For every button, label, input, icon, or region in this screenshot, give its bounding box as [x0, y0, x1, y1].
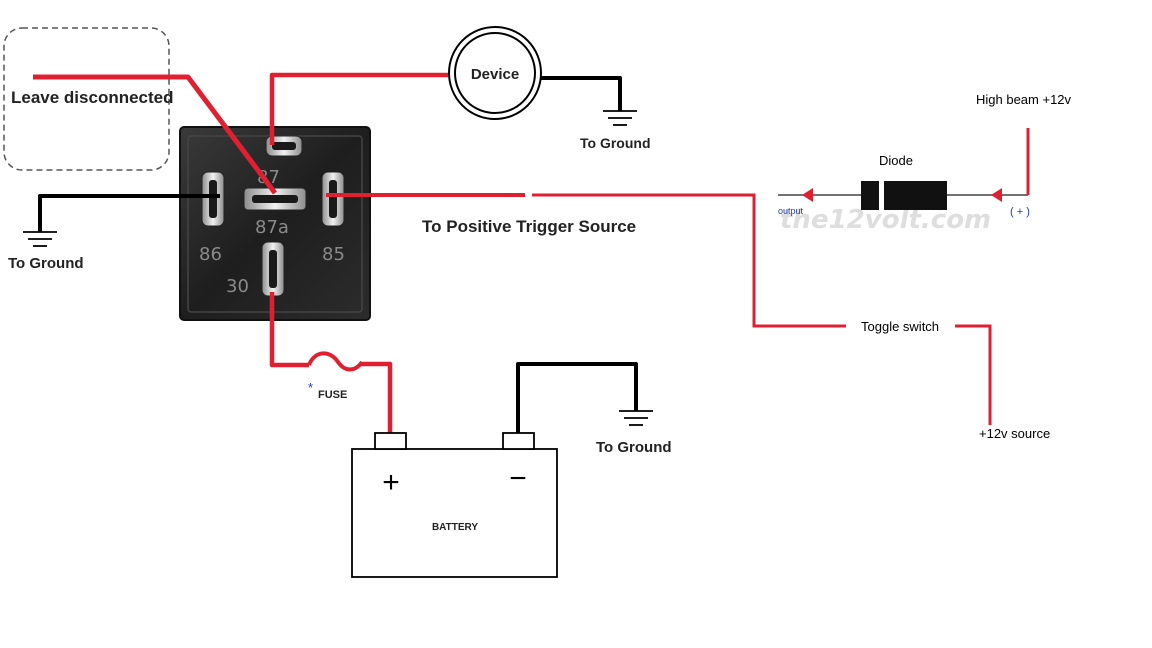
to-ground-device-label: To Ground	[580, 135, 651, 151]
wire-fuse-to-battery	[360, 361, 393, 433]
relay-pin-87a-slot	[252, 195, 298, 203]
wire-30-to-fuse	[269, 292, 309, 368]
high-beam-label: High beam +12v	[976, 92, 1072, 107]
diode-output-arrow-icon	[802, 188, 813, 202]
wire-toggle-to-source	[955, 324, 992, 425]
fuse-icon	[307, 351, 364, 372]
diode-plus-label: ( + )	[1010, 206, 1030, 218]
battery: + − BATTERY	[351, 432, 558, 578]
to-ground-battery-label: To Ground	[596, 439, 672, 456]
device: Device	[448, 26, 542, 120]
relay-pin-86-slot	[209, 180, 217, 218]
device-label: Device	[471, 66, 519, 83]
source-12v-label: +12v source	[979, 426, 1050, 441]
wire-disconnected	[33, 74, 277, 195]
relay: 87 87a 86 85 30	[179, 126, 371, 321]
wire-device-ground	[541, 76, 622, 111]
trigger-label: To Positive Trigger Source	[422, 217, 636, 236]
battery-body	[351, 448, 558, 578]
wire-86-ground	[38, 194, 220, 232]
device-inner-ring	[454, 32, 536, 114]
fuse-marker-icon: *	[308, 380, 313, 395]
diode-label: Diode	[879, 153, 913, 168]
battery-negative-terminal	[502, 432, 535, 450]
relay-pin-85-slot	[329, 180, 337, 218]
battery-positive-terminal	[374, 432, 407, 450]
toggle-switch-label: Toggle switch	[861, 319, 939, 334]
relay-pin-87-label: 87	[257, 167, 280, 188]
relay-pin-85-label: 85	[322, 244, 345, 265]
battery-label: BATTERY	[432, 522, 478, 533]
diode-output-label: output	[778, 206, 804, 216]
wire-trigger-circuit	[532, 193, 846, 328]
diode-band	[879, 181, 884, 210]
wire-87-to-device	[269, 72, 448, 145]
battery-plus-icon: +	[382, 466, 400, 499]
relay-pin-87a-label: 87a	[255, 217, 289, 238]
relay-pin-30-slot	[269, 250, 277, 288]
to-ground-relay-label: To Ground	[8, 255, 84, 272]
relay-pin-87-slot	[272, 142, 296, 150]
relay-pin-86-label: 86	[199, 244, 222, 265]
leave-disconnected-label: Leave disconnected	[11, 88, 174, 107]
wire-battery-ground	[516, 362, 638, 433]
diode-input-arrow-icon	[991, 188, 1002, 202]
leave-disconnected-box	[3, 27, 170, 171]
battery-minus-icon: −	[509, 462, 527, 495]
relay-pin-30-label: 30	[226, 276, 249, 297]
ground-icon	[619, 410, 653, 426]
diode-body	[861, 181, 947, 210]
fuse-label: FUSE	[318, 389, 347, 401]
ground-icon	[23, 231, 57, 247]
ground-icon	[603, 110, 637, 126]
